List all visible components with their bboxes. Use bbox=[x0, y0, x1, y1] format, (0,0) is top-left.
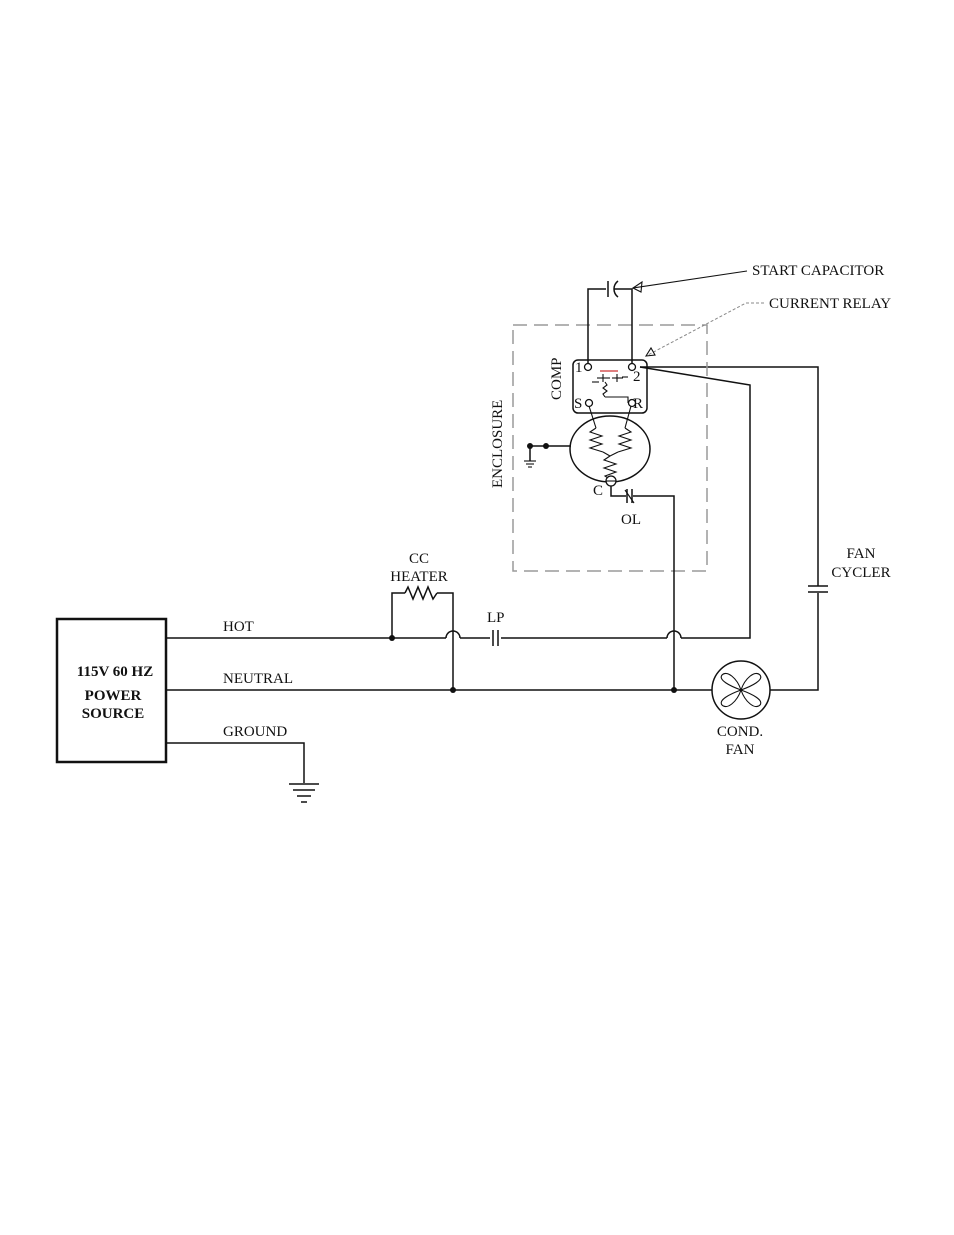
enclosure-label: ENCLOSURE bbox=[490, 400, 506, 488]
compressor: COMP 1 2 S R bbox=[524, 281, 674, 690]
callouts: START CAPACITOR CURRENT RELAY bbox=[633, 263, 891, 356]
neutral-junction-heater bbox=[450, 687, 456, 693]
terminal-s bbox=[586, 400, 593, 407]
fan-cycler-label-cycler: CYCLER bbox=[831, 565, 890, 581]
current-relay-label: CURRENT RELAY bbox=[769, 296, 891, 312]
ground-icon bbox=[289, 784, 319, 802]
cc-heater-label-cc: CC bbox=[409, 551, 429, 567]
cond-fan-label-cond: COND. bbox=[717, 724, 763, 740]
relay-contacts bbox=[592, 371, 628, 403]
power-source: 115V 60 HZ POWER SOURCE bbox=[57, 619, 166, 762]
start-capacitor bbox=[588, 281, 632, 363]
ground-line: GROUND bbox=[166, 724, 319, 802]
ground-label: GROUND bbox=[223, 724, 287, 740]
condenser-fan: COND. FAN bbox=[712, 593, 818, 758]
ol-label: OL bbox=[621, 512, 641, 528]
hot-label: HOT bbox=[223, 619, 254, 635]
power-source-voltage: 115V 60 HZ bbox=[77, 664, 153, 680]
start-capacitor-label: START CAPACITOR bbox=[752, 263, 884, 279]
fan-cycler: FAN CYCLER bbox=[640, 367, 891, 592]
neutral-line: NEUTRAL bbox=[166, 671, 712, 693]
fan-cycler-label-fan: FAN bbox=[847, 546, 876, 562]
hot-line: HOT LP bbox=[166, 367, 750, 646]
cc-heater-label-heater: HEATER bbox=[390, 569, 448, 585]
overload-protector: OL bbox=[611, 486, 674, 690]
terminal-1-label: 1 bbox=[575, 360, 583, 376]
terminal-2 bbox=[629, 364, 636, 371]
compressor-motor bbox=[570, 416, 650, 482]
power-source-label-power: POWER bbox=[85, 688, 142, 704]
ground-icon bbox=[524, 461, 536, 467]
terminal-s-label: S bbox=[574, 396, 582, 412]
terminal-c-label: C bbox=[593, 483, 603, 499]
terminal-1 bbox=[585, 364, 592, 371]
lp-label: LP bbox=[487, 610, 505, 626]
resistor-icon bbox=[405, 587, 437, 599]
power-source-label-source: SOURCE bbox=[82, 706, 145, 722]
cc-heater: CC HEATER bbox=[390, 551, 453, 690]
terminal-2-label: 2 bbox=[633, 369, 641, 385]
cond-fan-label-fan: FAN bbox=[726, 742, 755, 758]
neutral-label: NEUTRAL bbox=[223, 671, 293, 687]
chassis-ground bbox=[524, 443, 571, 467]
comp-label: COMP bbox=[549, 357, 565, 400]
terminal-r bbox=[629, 400, 636, 407]
